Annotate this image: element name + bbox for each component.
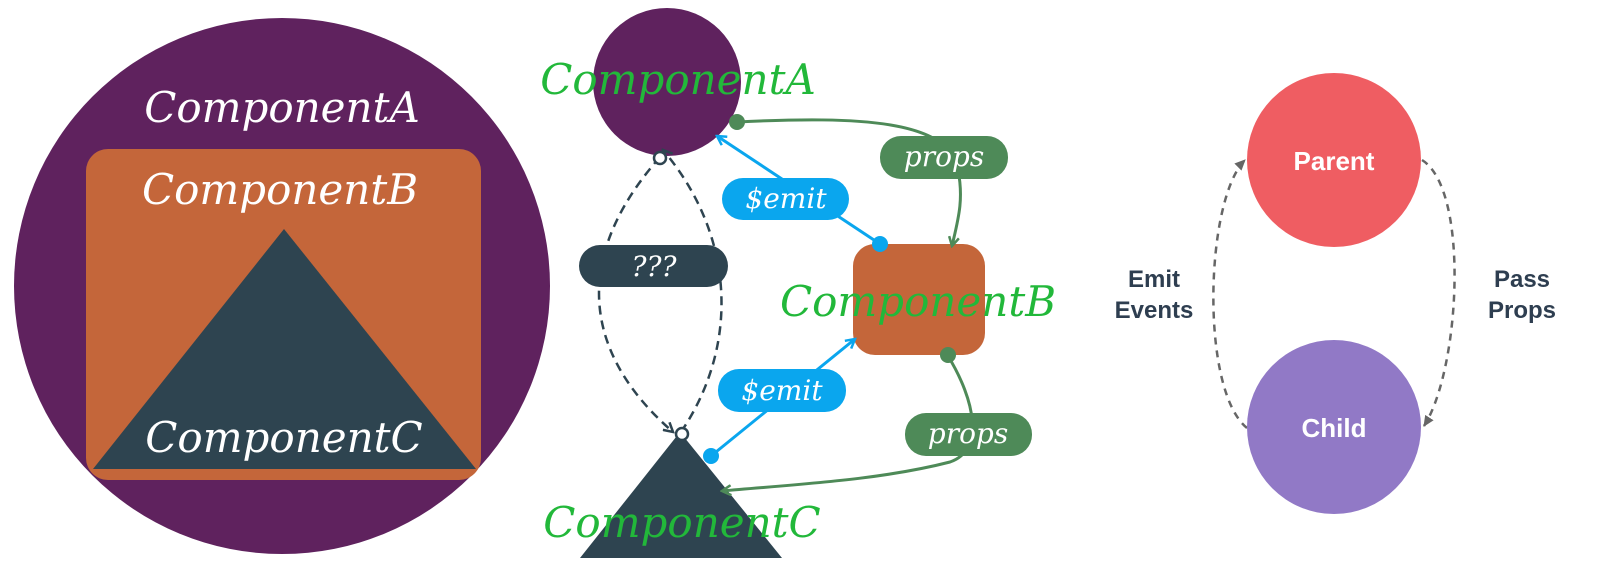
props-arrow-b-to-c	[722, 355, 974, 491]
nesting-label-component-a: ComponentA	[144, 83, 420, 132]
emit-events-arrow	[1212, 159, 1248, 429]
flow-label-component-b: ComponentB	[780, 277, 1056, 326]
child-node	[1247, 340, 1421, 514]
flow-component-a-circle	[593, 8, 741, 156]
parent-label: Parent	[1294, 146, 1375, 176]
child-label: Child	[1302, 413, 1367, 443]
nesting-diagram: ComponentA ComponentB ComponentC	[14, 18, 550, 554]
flow-diagram: ??? $emit $emit props props ComponentA C…	[540, 8, 1056, 558]
props-pill-bottom-label: props	[928, 417, 1008, 450]
unknown-pill: ???	[579, 245, 728, 287]
unknown-connection-port-bottom	[674, 426, 690, 442]
unknown-connection-port-top	[652, 150, 668, 166]
props-source-dot-a	[729, 114, 745, 130]
nesting-label-component-b: ComponentB	[142, 165, 418, 214]
props-source-dot-b	[940, 347, 956, 363]
emit-events-label-line2: Events	[1115, 297, 1194, 324]
emit-pill-bottom: $emit	[718, 369, 846, 412]
flow-component-b-box	[853, 244, 985, 355]
component-c-triangle	[93, 229, 476, 469]
flow-component-c-triangle	[580, 432, 782, 558]
flow-label-component-c: ComponentC	[543, 498, 820, 547]
pass-props-arrow	[1421, 158, 1456, 427]
flow-label-component-a: ComponentA	[540, 55, 816, 104]
pass-props-label-line1: Pass	[1494, 266, 1550, 293]
nesting-label-component-c: ComponentC	[145, 413, 422, 462]
props-pill-top: props	[880, 136, 1008, 179]
parent-child-cycle: Parent Child Emit Events Pass Props	[1115, 73, 1556, 514]
emit-source-dot-b	[872, 236, 888, 252]
parent-node	[1247, 73, 1421, 247]
props-pill-top-label: props	[904, 140, 984, 173]
props-pill-bottom: props	[905, 413, 1032, 456]
emit-pill-top-label: $emit	[745, 182, 827, 215]
emit-events-label-line1: Emit	[1128, 266, 1180, 293]
emit-pill-top: $emit	[722, 178, 849, 220]
unknown-pill-label: ???	[631, 250, 677, 283]
emit-pill-bottom-label: $emit	[741, 374, 823, 407]
unknown-connection-arc-left	[597, 156, 673, 432]
unknown-connection-arc-right	[663, 150, 723, 433]
emit-source-dot-c	[703, 448, 719, 464]
pass-props-label-line2: Props	[1488, 297, 1556, 324]
